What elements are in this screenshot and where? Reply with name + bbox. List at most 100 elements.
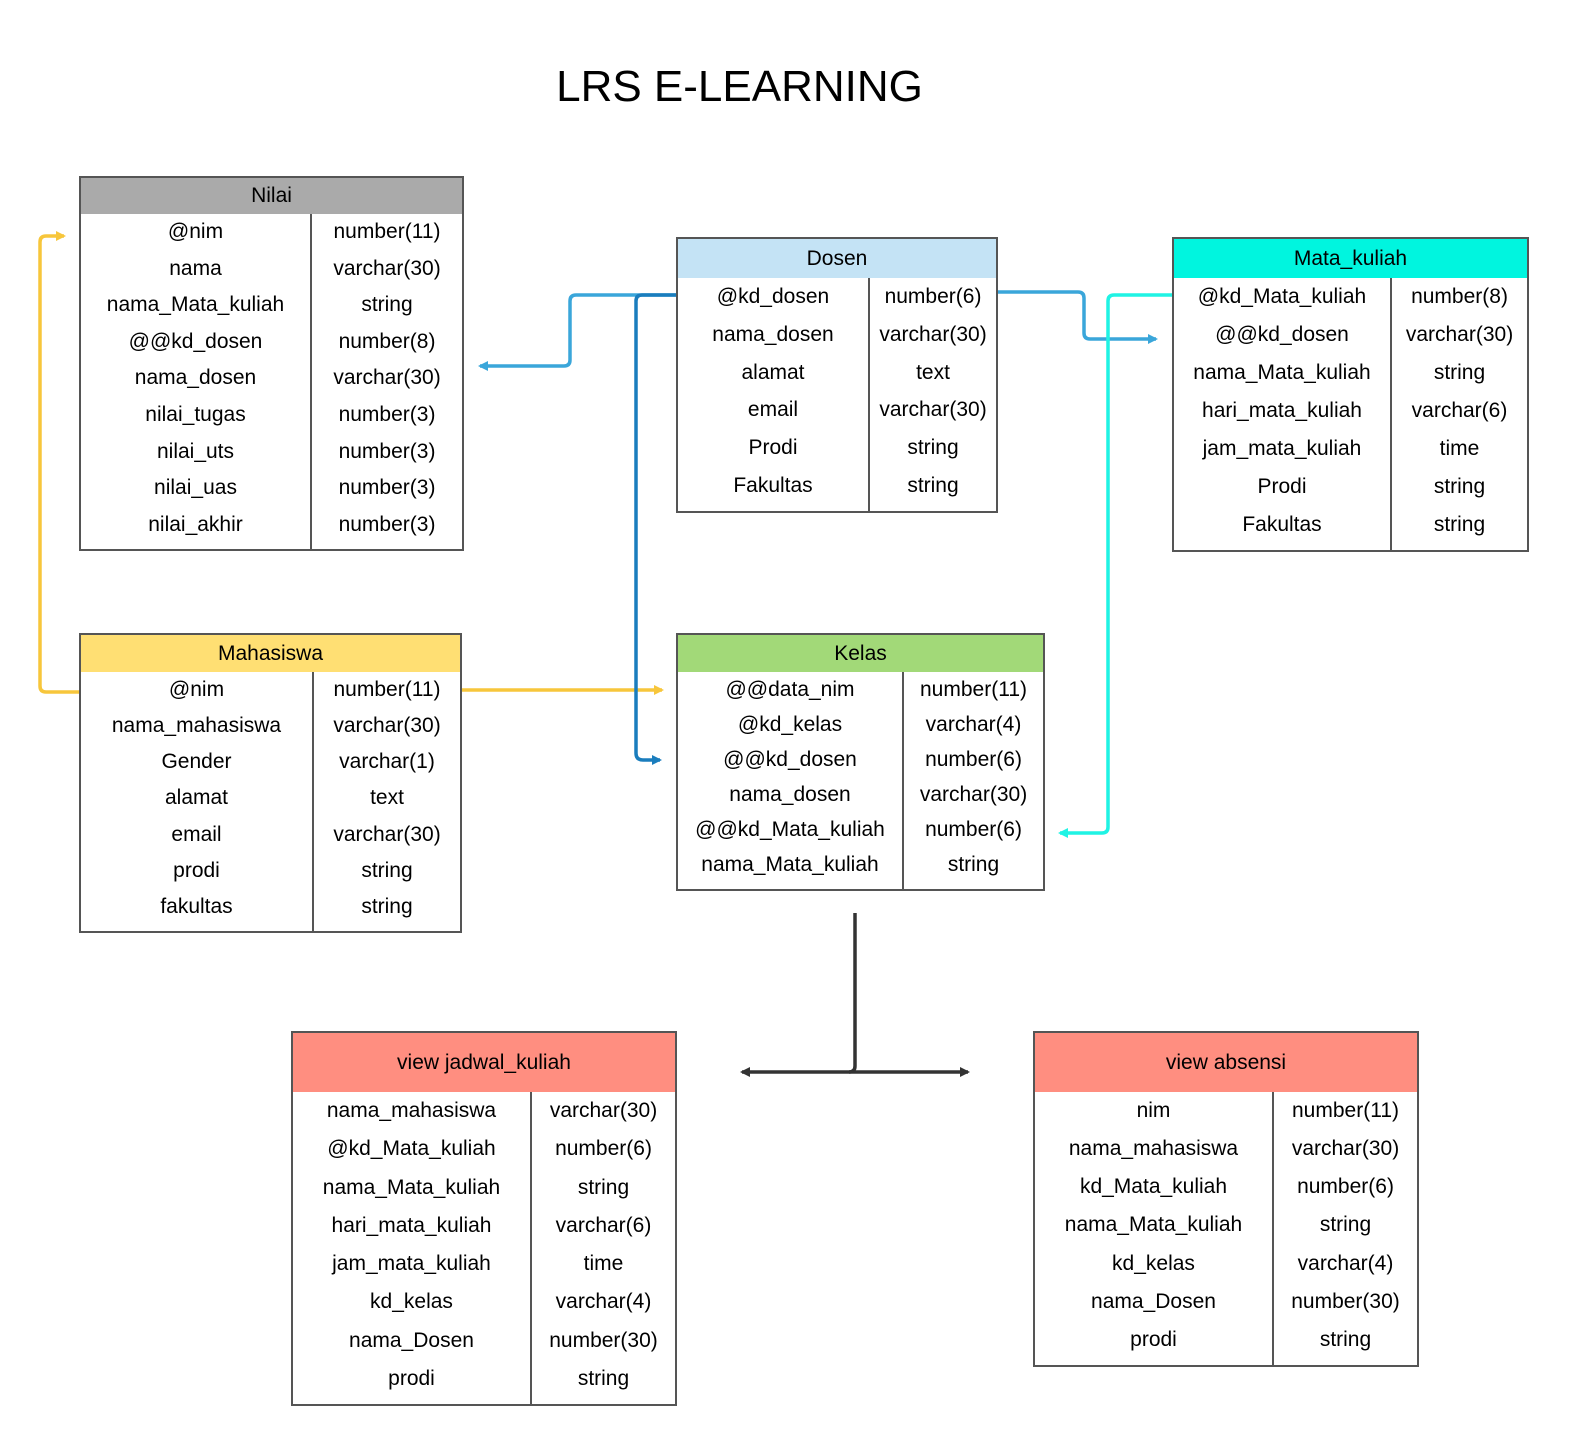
field-name: @kd_Mata_kuliah [327,1137,496,1161]
field-name: nama_dosen [134,366,257,390]
entity-footer-spacer [81,543,310,549]
entity-footer-spacer [1390,544,1527,550]
field-type: number(3) [310,506,462,543]
field-name: Fakultas [1242,513,1322,536]
field-name: @nim [168,678,225,702]
field-type: string [1390,468,1527,506]
field-name: hari_mata_kuliah [1202,399,1362,422]
field-name: hari_mata_kuliah [331,1213,492,1237]
field-type: string [1390,506,1527,544]
entity-header: Nilai [81,178,462,214]
connector-mata-kuliah-kelas [1058,293,1172,838]
field-type: number(6) [1272,1168,1417,1207]
field-type: varchar(30) [868,315,996,354]
field-name: nilai_akhir [148,512,243,536]
field-type: string [312,852,460,889]
field-type: string [868,467,996,505]
field-name: nama_mahasiswa [326,1099,497,1123]
field-type: string [1272,1206,1417,1245]
field-name: alamat [741,360,805,384]
entity-footer-spacer [902,883,1043,889]
field-type: varchar(30) [312,708,460,745]
field-name: Fakultas [733,474,813,498]
field-type: varchar(30) [902,777,1043,813]
field-type: string [902,847,1043,883]
entity-footer-spacer [1174,544,1390,550]
field-type: varchar(30) [530,1092,675,1131]
field-type: varchar(6) [530,1206,675,1245]
field-type: number(11) [902,672,1043,708]
field-name: alamat [164,786,229,810]
entity-footer-spacer [312,924,460,931]
field-name: nilai_tugas [145,403,246,427]
field-name: nama_Dosen [349,1328,474,1352]
field-name: jam_mata_kuliah [332,1252,491,1276]
field-type: string [530,1168,675,1207]
field-type: varchar(6) [1390,392,1527,430]
field-type: varchar(30) [1272,1130,1417,1169]
field-type: text [868,353,996,392]
entity-footer-spacer [678,505,868,511]
entity-footer-spacer [1035,1359,1272,1365]
field-name: @kd_kelas [737,712,843,736]
field-type: varchar(4) [1272,1244,1417,1283]
diagram-title: LRS E-LEARNING [556,62,923,111]
field-name: @nim [167,220,224,244]
field-name: nama_dosen [712,322,834,346]
field-name: @@data_nim [725,677,855,701]
field-type: number(30) [1272,1282,1417,1321]
field-name: nama_Dosen [1091,1289,1216,1313]
field-name: email [171,822,222,846]
field-type: varchar(30) [310,250,462,288]
field-name: nama_mahasiswa [1068,1137,1239,1161]
field-type: varchar(4) [530,1283,675,1322]
field-name: Prodi [748,436,798,460]
field-type: number(3) [310,469,462,507]
field-type: string [868,429,996,468]
field-type: string [312,888,460,925]
field-type: number(3) [310,396,462,434]
field-name: prodi [1130,1327,1177,1351]
field-name: @kd_Mata_kuliah [1197,285,1367,308]
field-name: nilai_uts [156,439,235,463]
field-name: Prodi [1257,475,1307,498]
field-type: number(11) [312,672,460,709]
field-type: varchar(30) [868,391,996,430]
field-type: string [530,1359,675,1398]
field-type: number(6) [902,742,1043,778]
field-type: varchar(30) [310,360,462,397]
field-name: nama_Mata_kuliah [1193,361,1371,384]
entity-footer-spacer [678,883,902,889]
entity-footer-spacer [1272,1358,1417,1365]
entity-header: Mata_kuliah [1174,239,1527,278]
field-name: @@kd_dosen [723,747,857,771]
field-name: kd_kelas [370,1290,453,1314]
connector-kelas-branch-stem [848,913,857,1074]
field-name: nama [169,256,222,280]
field-type: time [530,1245,675,1284]
entity-header: Kelas [678,635,1043,672]
field-type: number(11) [310,214,462,251]
field-name: @@kd_Mata_kuliah [695,818,885,842]
field-type: number(8) [310,323,462,361]
field-type: number(8) [1390,278,1527,316]
connector-dosen-nilai [478,293,676,371]
field-name: fakultas [160,894,233,918]
entity-footer-spacer [310,543,462,549]
field-name: jam_mata_kuliah [1202,437,1362,460]
field-name: nama_mahasiswa [111,714,282,738]
field-type: number(6) [530,1130,675,1169]
entity-footer-spacer [868,504,996,511]
field-type: varchar(30) [312,816,460,853]
field-name: nim [1136,1099,1171,1123]
entity-footer-spacer [293,1398,530,1404]
field-type: number(6) [902,812,1043,848]
field-type: string [1272,1320,1417,1359]
entity-header: view jadwal_kuliah [293,1033,675,1092]
entity-footer-spacer [530,1398,675,1404]
field-name: kd_kelas [1112,1251,1195,1275]
field-type: text [312,780,460,817]
